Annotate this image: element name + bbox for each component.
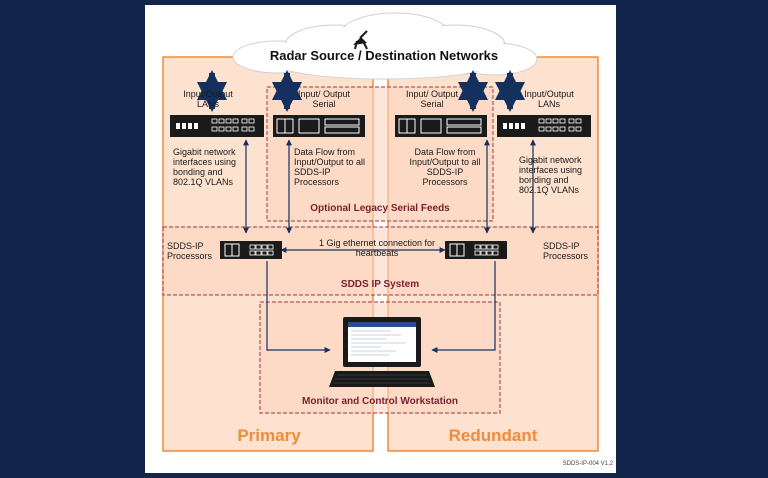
- processor-icon: [220, 241, 282, 259]
- version-footer: SDDS-IP-004 V1.2: [562, 461, 613, 467]
- redundant-io-lans-label: Input/Output LANs: [524, 89, 574, 109]
- heartbeat-text: 1 Gig ethernet connection for heartbeats: [318, 238, 436, 258]
- legacy-serial-title: Optional Legacy Serial Feeds: [310, 203, 450, 214]
- redundant-gigabit-text: Gigabit network interfaces using bonding…: [519, 155, 583, 195]
- serial-device-icon: [395, 115, 487, 137]
- primary-processors-label: SDDS-IP Processors: [167, 241, 213, 261]
- processor-icon: [445, 241, 507, 259]
- primary-label: Primary: [237, 426, 301, 445]
- sdds-system-box: [162, 226, 599, 296]
- redundant-io-serial-label: Input/ Output Serial: [405, 89, 459, 109]
- legacy-serial-box: [266, 86, 494, 222]
- redundant-label: Redundant: [448, 426, 538, 445]
- cloud-arrows: [197, 70, 525, 112]
- diagram-graphics: [162, 12, 599, 452]
- cloud-title: Radar Source / Destination Networks: [269, 48, 499, 63]
- redundant-data-flow-text: Data Flow from Input/Output to all SDDS-…: [409, 147, 481, 187]
- primary-gigabit-text: Gigabit network interfaces using bonding…: [173, 147, 237, 187]
- redundant-processors-label: SDDS-IP Processors: [543, 241, 589, 261]
- satellite-dish-icon: [353, 30, 368, 50]
- serial-device-icon: [273, 115, 365, 137]
- primary-io-lans-label: Input/Output LANs: [183, 89, 233, 109]
- diagram-canvas: Radar Source / Destination Networks Inpu…: [145, 5, 616, 473]
- sdds-system-title: SDDS IP System: [340, 279, 420, 290]
- switch-icon: [170, 115, 264, 137]
- switch-icon: [497, 115, 591, 137]
- workstation-title: Monitor and Control Workstation: [302, 396, 458, 407]
- thin-arrows: [243, 139, 536, 353]
- primary-io-serial-label: Input/ Output Serial: [297, 89, 351, 109]
- laptop-icon: [329, 317, 435, 387]
- primary-data-flow-text: Data Flow from Input/Output to all SDDS-…: [294, 147, 366, 187]
